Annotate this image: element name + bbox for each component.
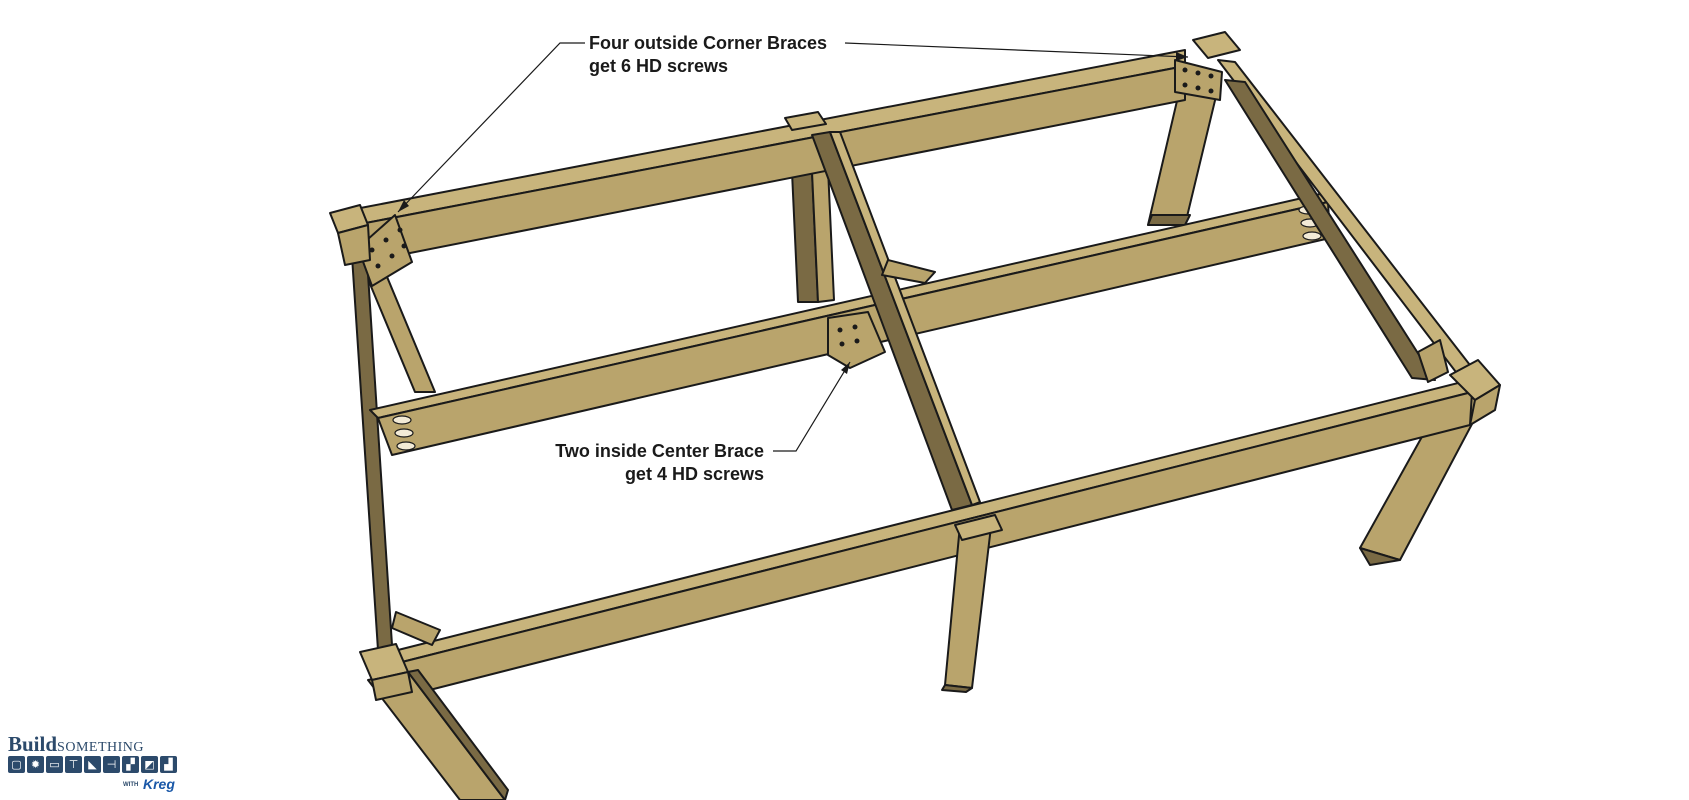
- logo-level-icon: ⊣: [103, 756, 120, 773]
- logo-build-text: Build: [8, 732, 58, 756]
- logo-brush-icon: ▞: [122, 756, 139, 773]
- corner-brace-back-left: [357, 214, 413, 287]
- logo-clamp-icon: ▭: [46, 756, 63, 773]
- callout-center-line2: get 4 HD screws: [624, 464, 764, 484]
- back-right-leg: [1147, 87, 1219, 226]
- logo-with-text: WITH: [123, 782, 139, 788]
- buildsomething-logo: BuildSOMETHING ▢ ✹ ▭ ⊤ ◣ ⊣ ▞ ◩ ▟ WITH Kr…: [8, 732, 193, 794]
- callout-center-brace: Two inside Center Brace get 4 HD screws: [535, 440, 764, 486]
- right-end-rail: [1217, 59, 1481, 381]
- corner-brace-back-right: [1174, 59, 1223, 101]
- callout-corner-braces: Four outside Corner Braces get 6 HD scre…: [589, 32, 827, 78]
- leader-line-corner-right: [844, 42, 1189, 58]
- logo-drill-icon: ◩: [141, 756, 158, 773]
- front-left-leg: [367, 669, 509, 800]
- leader-arrowhead-corner-left: [398, 200, 409, 212]
- back-middle-leg: [791, 167, 835, 303]
- callout-corner-line1: Four outside Corner Braces: [589, 33, 828, 53]
- leader-arrowhead-center: [841, 362, 850, 374]
- leg-cap-back-left: [329, 204, 371, 266]
- corner-brace-front-left: [391, 611, 441, 646]
- logo-kreg-text: Kreg: [143, 776, 175, 792]
- logo-tool-icons: ▢ ✹ ▭ ⊤ ◣ ⊣ ▞ ◩ ▟: [8, 756, 177, 773]
- callout-center-line1: Two inside Center Brace: [555, 441, 764, 461]
- leg-cap-front-left: [359, 643, 413, 701]
- center-brace-back: [881, 259, 936, 284]
- logo-wordmark: BuildSOMETHING: [8, 732, 144, 756]
- logo-saw-blade-icon: ✹: [27, 756, 44, 773]
- callout-corner-line2: get 6 HD screws: [589, 56, 729, 76]
- leg-cap-front-right: [1449, 359, 1501, 426]
- logo-something-text: SOMETHING: [57, 740, 144, 755]
- logo-square-icon: ▢: [8, 756, 25, 773]
- cross-rail: [811, 131, 981, 511]
- back-rail: [349, 49, 1186, 256]
- center-brace-front: [827, 311, 886, 369]
- leader-line-center: [773, 361, 851, 452]
- corner-brace-front-right: [1417, 339, 1449, 383]
- leader-arrowhead-corner-right: [1176, 52, 1188, 61]
- logo-tape-icon: ◣: [84, 756, 101, 773]
- leg-cap-back-right: [1192, 31, 1241, 59]
- logo-hammer-icon: ⊤: [65, 756, 82, 773]
- leg-cap-front-middle: [954, 514, 1003, 541]
- leg-cap-back-middle: [784, 111, 827, 131]
- leader-line-corner-left: [397, 42, 585, 213]
- logo-screwdriver-icon: ▟: [160, 756, 177, 773]
